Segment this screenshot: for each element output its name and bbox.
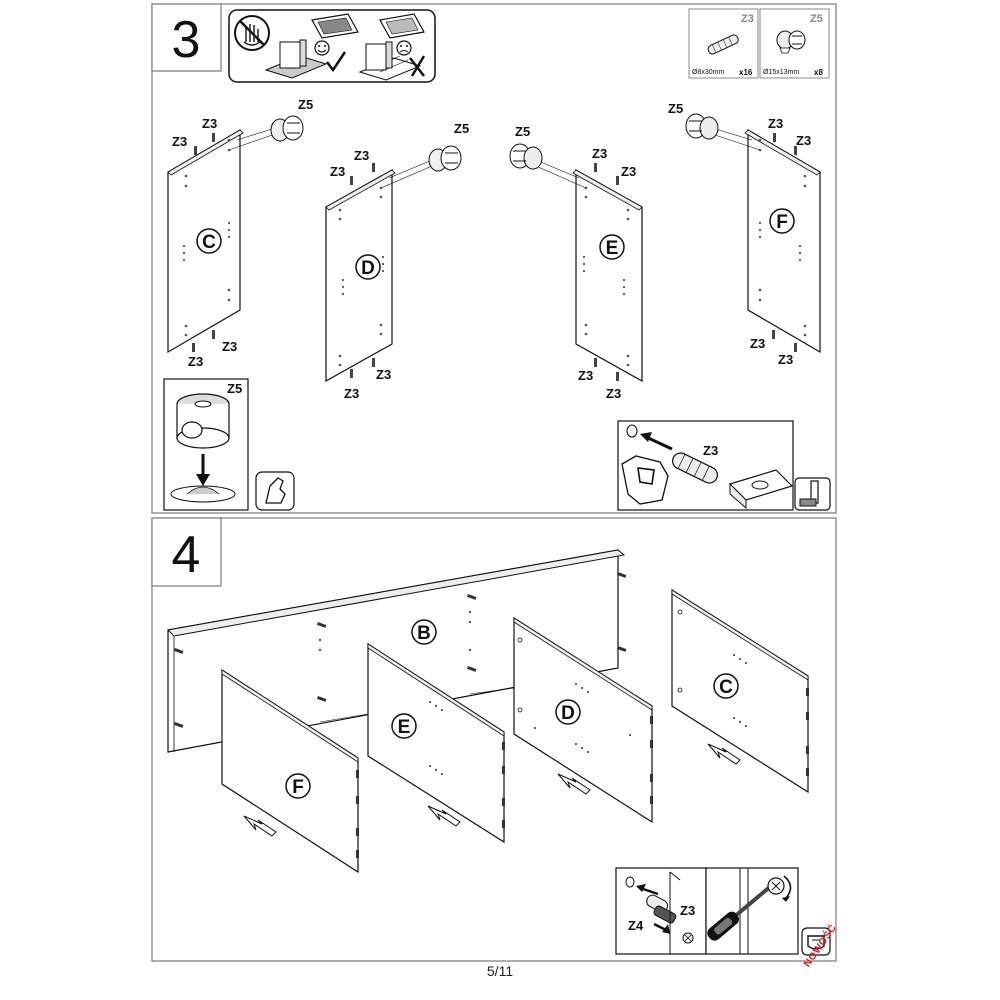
cam-lock-icon [176,393,230,449]
dowel-label: Z3 [796,133,811,148]
cam-lock-icon [685,113,719,140]
cam-lock-icon [428,145,462,172]
rotation-arrow-icon [783,875,792,899]
sad-face-icon [396,40,412,56]
parts-box-z3: Z3 Ø8x30mm x16 [688,8,759,79]
dowel-label: Z3 [578,368,593,383]
dowel-label: Z3 [330,164,345,179]
dowel-label: Z3 [621,164,636,179]
dowel-label: Z3 [376,367,391,382]
cam-lock-icon [509,143,543,170]
dowel-label: Z3 [680,903,695,918]
panel-label: F [776,212,788,233]
panel-label: D [561,703,575,724]
panel-f-step4: F [221,668,359,874]
dowel-label: Z3 [172,134,187,149]
dowel-label: Z3 [188,354,203,369]
cross-mark-icon [409,55,426,77]
panel-label: E [398,717,411,738]
arrow-icon [427,805,461,827]
panel-e-step4: E [367,642,505,844]
arrow-icon [243,815,277,837]
mat-outline-icon [379,13,425,39]
bolt-label: Z4 [628,918,644,933]
handling-warning-pictogram [228,9,436,83]
step3-section: 3 [151,3,837,514]
cam-tool-icon [801,927,831,956]
arrow-down-icon [196,454,210,486]
cam-label: Z5 [298,97,313,112]
panel-label: C [719,677,733,698]
part-code: Z3 [741,13,754,25]
dowel-label: Z3 [344,386,359,401]
dowel-insertion-detail: Z3 [617,420,794,511]
dowel-label: Z3 [768,116,783,131]
step4-section: 4 B [151,517,837,962]
cam-label: Z5 [668,101,683,116]
arrow-icon [557,773,591,795]
panel-label: E [606,238,619,259]
parts-box-z5: Z5 Ø15x13mm x8 [759,8,830,79]
no-hand-icon [234,15,270,51]
mat-icon [311,13,359,39]
wooden-dowel-icon [707,34,739,55]
panel-f: F Z3 Z3 Z3 Z3 Z5 [668,101,821,367]
arrow-icon [707,743,741,765]
dowel-label: Z3 [606,386,621,401]
incorrect-placement-icon [358,41,422,81]
hand-gripping-icon [621,455,669,505]
panel-d-step4: D [513,616,653,824]
cam-label: Z5 [227,381,242,396]
panel-d: D Z3 Z3 Z3 Z3 Z5 [325,121,469,401]
part-quantity: x16 [739,68,753,77]
dowel-label: Z3 [202,116,217,131]
dowel-label: Z3 [592,146,607,161]
part-size: Ø15x13mm [763,69,799,76]
check-mark-icon [326,51,347,73]
page-number: 5/11 [486,963,514,979]
part-quantity: x8 [814,68,823,77]
step4-number: 4 [172,526,201,584]
cam-lock-icon [270,115,304,142]
part-size: Ø8x30mm [692,69,724,76]
panel-label: C [202,232,216,253]
board-with-hole-icon [728,469,794,510]
cam-label: Z5 [454,121,469,136]
cam-lock-icon [776,30,806,54]
step3-number: 3 [172,11,201,69]
correct-placement-icon [264,39,328,79]
panel-c: C Z3 Z3 Z3 Z3 Z5 [167,97,313,369]
dowel-label: Z3 [778,352,793,367]
wooden-dowel-icon [672,452,718,484]
screwdriver-detail [705,867,799,955]
cam-insertion-detail: Z5 [163,378,249,511]
panel-label: D [361,258,375,279]
screwdriver-icon [707,883,774,941]
panel-label: B [417,623,431,644]
cam-label: Z5 [515,124,530,139]
dowel-label: Z3 [222,339,237,354]
dowel-label: Z3 [750,336,765,351]
panel-label: F [292,777,304,798]
panel-e: E Z3 Z3 Z3 Z3 Z5 [509,124,643,401]
panel-b: B [166,549,627,753]
part-code: Z5 [810,13,823,25]
dowel-label: Z3 [703,443,718,458]
hammer-icon [794,477,831,511]
happy-face-icon [314,40,330,56]
panel-c-step4: C [671,588,809,794]
hand-press-icon [255,471,295,511]
dowel-label: Z3 [354,148,369,163]
cam-bolt-detail: Z4 Z3 [615,867,707,955]
